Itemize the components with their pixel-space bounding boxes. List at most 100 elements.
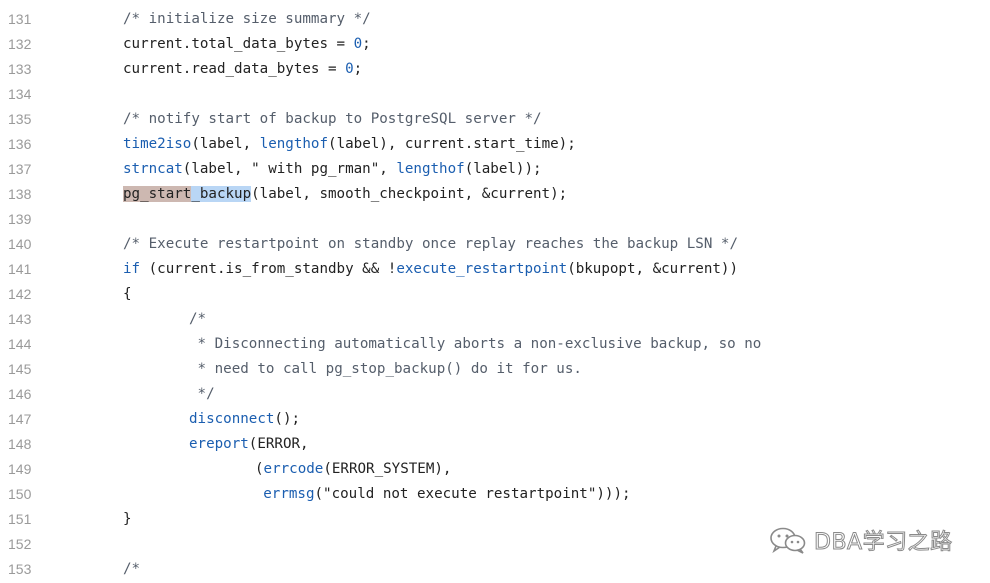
code-text: strncat(label, " with pg_rman", lengthof…: [123, 157, 542, 182]
code-view: 131 /* initialize size summary */ 132 curre…: [0, 7, 990, 582]
code-text: * Disconnecting automatically aborts a n…: [189, 332, 762, 357]
code-line: 135 /* notify start of backup to PostgreS…: [0, 107, 990, 132]
code-line: 152: [0, 532, 990, 557]
code-line: 141 if (current.is_from_standby && !execu…: [0, 257, 990, 282]
line-number: 137: [8, 161, 32, 177]
line-number: 136: [8, 136, 32, 152]
code-token: ;: [362, 36, 371, 52]
line-number: 144: [8, 336, 32, 352]
code-token: (label, smooth_checkpoint, &current);: [251, 186, 568, 202]
code-text: /* notify start of backup to PostgreSQL …: [123, 107, 542, 132]
code-line: 131 /* initialize size summary */: [0, 7, 990, 32]
code-token: */: [189, 386, 215, 402]
code-token: /* initialize size summary */: [123, 11, 371, 27]
code-line: 153 /*: [0, 557, 990, 582]
code-token: errcode: [263, 461, 324, 477]
code-line: 144 * Disconnecting automatically aborts…: [0, 332, 990, 357]
code-text: errmsg("could not execute restartpoint")…: [263, 482, 630, 507]
code-line: 136 time2iso(label, lengthof(label), curr…: [0, 132, 990, 157]
line-number: 146: [8, 386, 32, 402]
code-token: lengthof: [396, 161, 465, 177]
line-number: 149: [8, 461, 32, 477]
code-token: pg_start: [123, 186, 192, 202]
line-number: 142: [8, 286, 32, 302]
line-number: 152: [8, 536, 32, 552]
code-token: (label));: [464, 161, 542, 177]
line-number: 143: [8, 311, 32, 327]
code-line: 146 */: [0, 382, 990, 407]
code-line: 143 /*: [0, 307, 990, 332]
code-token: {: [123, 286, 132, 302]
code-text: (errcode(ERROR_SYSTEM),: [255, 457, 451, 482]
wechat-icon: [770, 527, 806, 554]
code-token: (: [255, 461, 264, 477]
line-number: 153: [8, 561, 32, 577]
line-number: 131: [8, 11, 32, 27]
code-token: ("could not execute restartpoint")));: [314, 486, 631, 502]
code-text: {: [123, 282, 132, 307]
code-line: 140 /* Execute restartpoint on standby on…: [0, 232, 990, 257]
code-text: ereport(ERROR,: [189, 432, 309, 457]
code-line: 132 current.total_data_bytes = 0;: [0, 32, 990, 57]
code-token: (ERROR_SYSTEM),: [323, 461, 452, 477]
code-token: execute_restartpoint: [396, 261, 568, 277]
line-number: 140: [8, 236, 32, 252]
code-token: strncat: [123, 161, 183, 177]
code-token: if: [123, 261, 141, 277]
line-number: 141: [8, 261, 32, 277]
code-token: ;: [353, 61, 363, 77]
code-text: if (current.is_from_standby && !execute_…: [123, 257, 738, 282]
code-token: current.total_data_bytes =: [123, 36, 354, 52]
line-number: 147: [8, 411, 32, 427]
line-number: 150: [8, 486, 32, 502]
line-number: 145: [8, 361, 32, 377]
code-token: }: [123, 511, 132, 527]
line-number: 151: [8, 511, 32, 527]
code-token: ereport: [189, 436, 249, 452]
code-token: /* notify start of backup to PostgreSQL …: [123, 111, 542, 127]
code-token: ();: [274, 411, 301, 427]
line-number: 132: [8, 36, 32, 52]
code-line: 150 errmsg("could not execute restartpoin…: [0, 482, 990, 507]
line-number: 148: [8, 436, 32, 452]
code-text: }: [123, 507, 132, 532]
code-token: lengthof: [259, 136, 329, 152]
code-token: * Disconnecting automatically aborts a n…: [189, 336, 762, 352]
code-text: current.read_data_bytes = 0;: [123, 57, 362, 82]
code-token: /*: [189, 311, 207, 327]
code-text: */: [189, 382, 215, 407]
code-text: pg_start_backup(label, smooth_checkpoint…: [123, 182, 567, 207]
line-number: 135: [8, 111, 32, 127]
code-text: current.total_data_bytes = 0;: [123, 32, 371, 57]
code-line: 148 ereport(ERROR,: [0, 432, 990, 457]
code-token: (label, " with pg_rman",: [182, 161, 397, 177]
line-number: 139: [8, 211, 32, 227]
code-line: 145 * need to call pg_stop_backup() do i…: [0, 357, 990, 382]
code-token: (current.is_from_standby && !: [140, 261, 397, 277]
code-text: * need to call pg_stop_backup() do it fo…: [189, 357, 582, 382]
line-number: 133: [8, 61, 32, 77]
code-line: 151}: [0, 507, 990, 532]
code-text: /* initialize size summary */: [123, 7, 371, 32]
line-number: 138: [8, 186, 32, 202]
code-token: time2iso: [123, 136, 192, 152]
code-token: /*: [123, 561, 141, 577]
code-token: /* Execute restartpoint on standby once …: [123, 236, 738, 252]
code-line: 133 current.read_data_bytes = 0;: [0, 57, 990, 82]
code-text: /*: [123, 557, 140, 582]
code-line: 139: [0, 207, 990, 232]
code-text: time2iso(label, lengthof(label), current…: [123, 132, 576, 157]
code-line: 134: [0, 82, 990, 107]
code-text: disconnect();: [189, 407, 300, 432]
code-token: _backup: [191, 186, 252, 202]
code-token: (label), current.start_time);: [328, 136, 576, 152]
code-token: * need to call pg_stop_backup() do it fo…: [189, 361, 582, 377]
code-text: /* Execute restartpoint on standby once …: [123, 232, 738, 257]
code-token: (bkupopt, &current)): [567, 261, 739, 277]
code-text: /*: [189, 307, 206, 332]
code-token: disconnect: [189, 411, 275, 427]
code-token: (ERROR,: [248, 436, 309, 452]
code-token: 0: [345, 61, 354, 77]
line-number: 134: [8, 86, 32, 102]
code-token: (label,: [191, 136, 260, 152]
